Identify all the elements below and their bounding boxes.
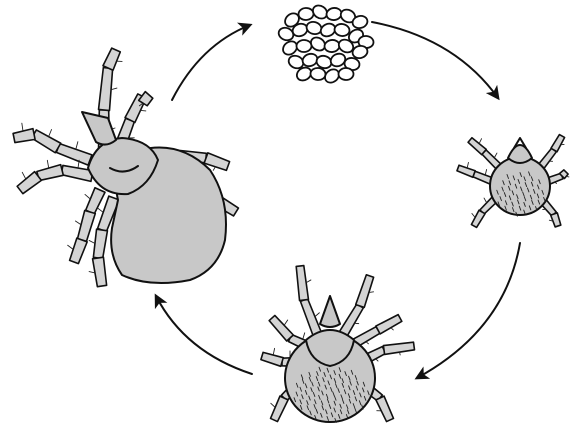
arrow-larva-to-nymph bbox=[417, 243, 520, 378]
egg bbox=[310, 67, 326, 80]
egg bbox=[334, 23, 351, 37]
adult-leg bbox=[13, 123, 92, 165]
egg bbox=[298, 8, 314, 21]
arrow-eggs-to-larva bbox=[372, 22, 498, 98]
eggs-stage bbox=[277, 3, 374, 86]
nymph-stage bbox=[261, 266, 415, 423]
adult-capitulum bbox=[82, 112, 116, 145]
arrow-nymph-to-adult bbox=[156, 296, 252, 374]
egg bbox=[326, 7, 343, 21]
nymph-leg bbox=[296, 266, 322, 338]
egg bbox=[296, 40, 311, 53]
larva-body bbox=[490, 157, 550, 215]
arrow-adult-to-eggs bbox=[172, 25, 250, 100]
egg bbox=[324, 39, 341, 53]
egg bbox=[338, 68, 353, 80]
adult-leg bbox=[17, 160, 93, 193]
nymph-capitulum bbox=[320, 296, 340, 327]
larva-stage bbox=[457, 135, 569, 228]
adult-stage bbox=[13, 48, 238, 287]
larva-mouthparts bbox=[508, 145, 532, 163]
nymph-leg bbox=[338, 275, 373, 339]
egg bbox=[305, 20, 323, 36]
